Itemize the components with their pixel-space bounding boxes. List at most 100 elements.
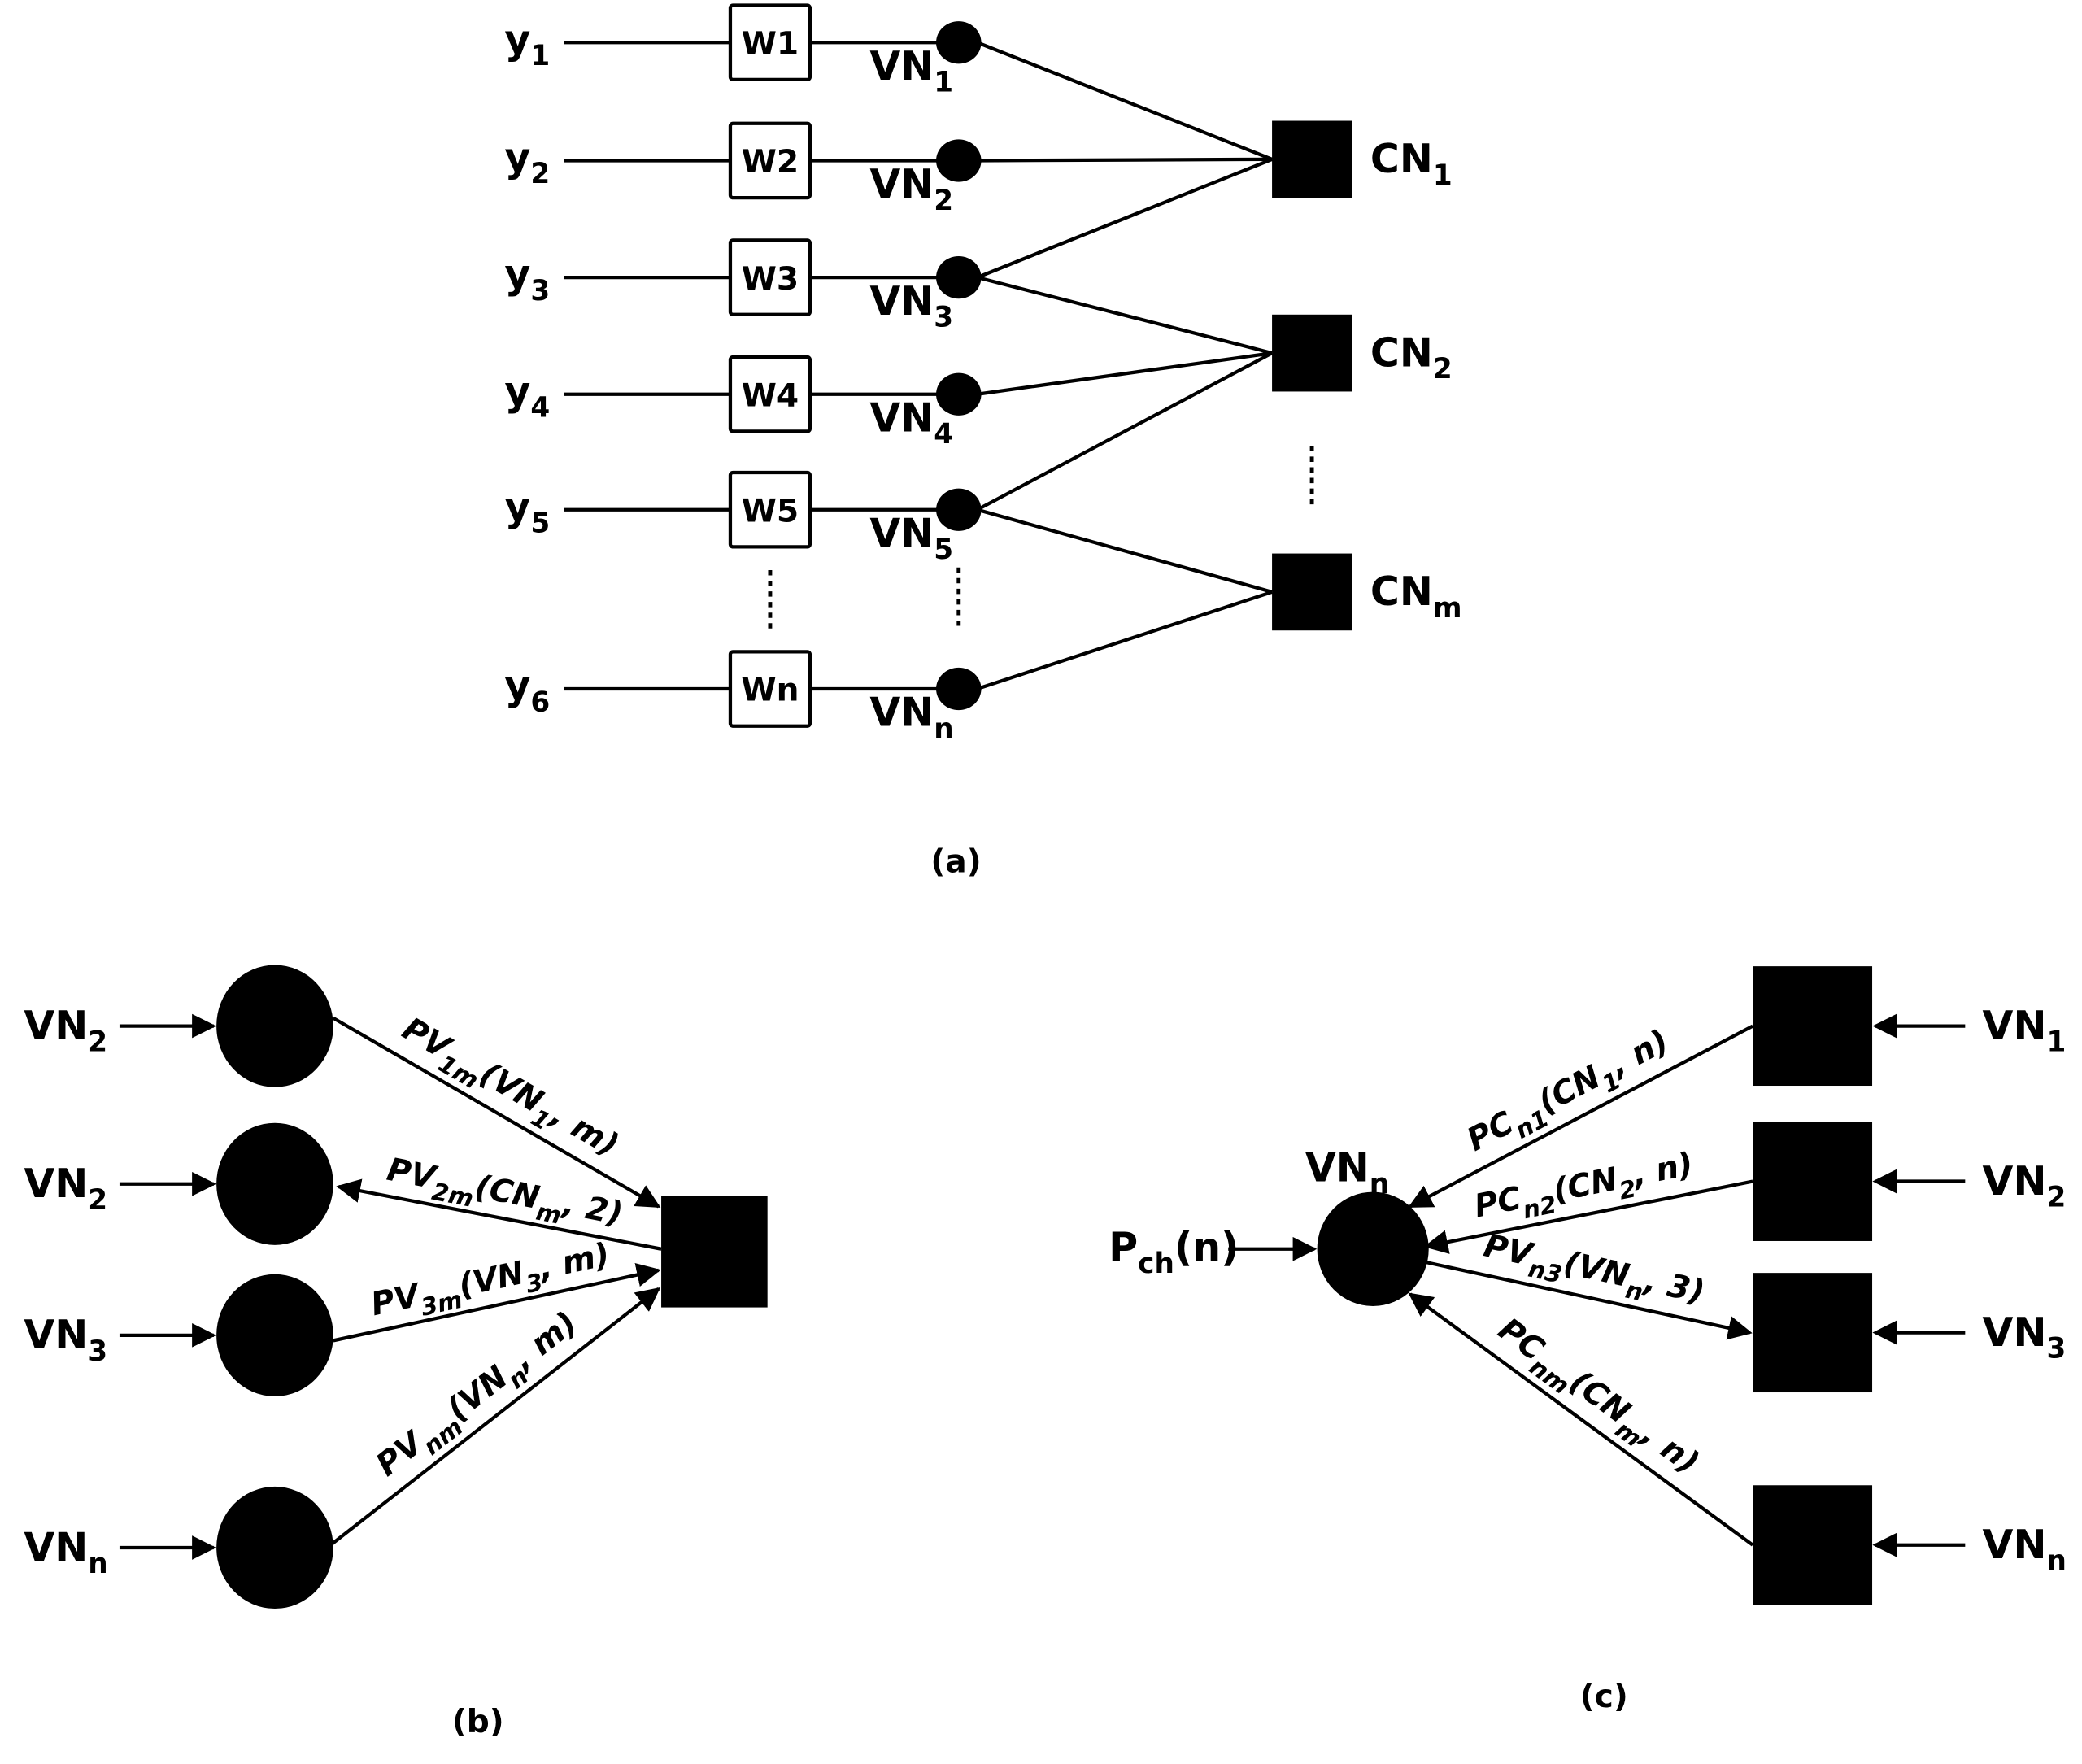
panel-c-caption: (c) bbox=[1580, 1679, 1628, 1715]
check-node-label: CN1 bbox=[1370, 136, 1453, 192]
input-label: y1 bbox=[504, 16, 550, 72]
message-label: PV3m(VN3, m) bbox=[368, 1236, 615, 1331]
variable-node-label: VNn bbox=[1305, 1145, 1389, 1201]
check-node-label-subscript: 1 bbox=[1433, 159, 1453, 192]
variable-node bbox=[936, 488, 982, 531]
tanner-edge bbox=[976, 157, 1273, 280]
channel-input-label-base: P bbox=[1109, 1224, 1138, 1270]
input-label: VN2 bbox=[24, 1161, 107, 1217]
channel-input-label: Pch(n) bbox=[1109, 1224, 1239, 1280]
input-label: VN2 bbox=[24, 1003, 107, 1059]
message-label: PV1m(VN1, m) bbox=[392, 1011, 625, 1171]
tanner-edge bbox=[976, 590, 1273, 691]
input-label: VNn bbox=[1983, 1522, 2067, 1578]
input-label: VN3 bbox=[24, 1312, 107, 1368]
input-label-base: VN bbox=[1983, 1003, 2047, 1049]
message-label-part: (CN bbox=[1550, 1161, 1621, 1210]
input-label: VNn bbox=[24, 1524, 107, 1580]
input-label: y3 bbox=[504, 251, 550, 307]
input-label-subscript: 4 bbox=[530, 391, 550, 424]
message-label-part: PC bbox=[1471, 1180, 1524, 1225]
variable-node-label-subscript: n bbox=[1370, 1168, 1389, 1200]
input-label-subscript: n bbox=[2046, 1545, 2066, 1578]
variable-node bbox=[216, 1122, 333, 1245]
message-edge bbox=[1423, 1179, 1753, 1254]
variable-node bbox=[1317, 1191, 1429, 1306]
input-label-subscript: 1 bbox=[2046, 1026, 2066, 1059]
message-label-part: , 2) bbox=[558, 1185, 625, 1233]
input-label-base: y bbox=[504, 251, 530, 298]
input-label-base: y bbox=[504, 368, 530, 415]
variable-node-label-base: VN bbox=[869, 690, 934, 736]
check-node-label: CNm bbox=[1370, 568, 1462, 625]
message-label: PVn3(VNn, 3) bbox=[1479, 1228, 1707, 1319]
check-node-label-base: CN bbox=[1370, 568, 1433, 615]
variable-node bbox=[936, 21, 982, 64]
message-edge bbox=[1426, 1261, 1753, 1340]
input-label-base: VN bbox=[24, 1312, 88, 1358]
variable-node-label: VN4 bbox=[869, 394, 953, 451]
input-label-subscript: 2 bbox=[530, 158, 550, 190]
variable-node bbox=[216, 1274, 333, 1396]
variable-node-label: VN2 bbox=[869, 161, 953, 217]
input-label: y4 bbox=[504, 368, 550, 425]
input-label-base: y bbox=[504, 484, 530, 530]
input-label-subscript: 5 bbox=[530, 507, 550, 539]
panel-a-caption: (a) bbox=[930, 843, 981, 880]
variable-node-label-base: VN bbox=[869, 161, 934, 207]
variable-node-label-subscript: n bbox=[934, 712, 953, 745]
variable-node-label-subscript: 2 bbox=[934, 185, 953, 217]
variable-node-label-subscript: 5 bbox=[934, 534, 953, 566]
tanner-edge bbox=[977, 351, 1273, 396]
variable-node-label: VNn bbox=[869, 690, 953, 746]
message-label-part: 3m bbox=[418, 1286, 464, 1322]
message-label: PCn2(CN2, n) bbox=[1471, 1146, 1697, 1233]
weight-label: W1 bbox=[742, 26, 799, 63]
message-label-part: PC bbox=[1461, 1104, 1520, 1159]
input-label-base: VN bbox=[24, 1524, 88, 1570]
input-label-subscript: 2 bbox=[88, 1026, 107, 1059]
variable-node-label-base: VN bbox=[869, 278, 934, 324]
variable-node bbox=[936, 667, 982, 711]
weight-label: Wn bbox=[741, 673, 799, 709]
input-label-subscript: 3 bbox=[88, 1335, 107, 1368]
input-label: y5 bbox=[504, 484, 550, 540]
message-label-part: , m) bbox=[543, 1096, 625, 1165]
message-label-part: n2 bbox=[1521, 1191, 1559, 1224]
tanner-edge bbox=[976, 41, 1273, 161]
check-node bbox=[1272, 120, 1352, 198]
channel-input-label-subscript: ch bbox=[1138, 1248, 1174, 1280]
message-edge bbox=[329, 1287, 661, 1547]
input-label: y2 bbox=[504, 135, 550, 191]
variable-node-label-subscript: 1 bbox=[934, 67, 953, 99]
input-label-base: y bbox=[504, 16, 530, 63]
variable-node bbox=[216, 1486, 333, 1609]
check-node-label-subscript: m bbox=[1433, 592, 1462, 625]
input-label-subscript: n bbox=[88, 1548, 107, 1580]
weight-label: W3 bbox=[742, 261, 799, 298]
variable-node-label-base: VN bbox=[1305, 1145, 1370, 1191]
input-label-base: VN bbox=[24, 1161, 88, 1207]
input-label-subscript: 1 bbox=[530, 40, 550, 72]
variable-node-label-base: VN bbox=[869, 43, 934, 89]
check-node bbox=[1753, 1485, 1873, 1605]
input-label-base: VN bbox=[1983, 1309, 2047, 1356]
variable-node-label: VN1 bbox=[869, 43, 953, 99]
input-label: VN1 bbox=[1983, 1003, 2067, 1059]
variable-node bbox=[936, 139, 982, 182]
tanner-edge bbox=[976, 351, 1274, 512]
check-node bbox=[1753, 1122, 1873, 1241]
tanner-edge bbox=[977, 507, 1273, 594]
message-edge bbox=[1408, 1292, 1754, 1547]
message-edge bbox=[333, 1263, 661, 1343]
input-label: VN3 bbox=[1983, 1309, 2067, 1365]
message-label-part: m bbox=[534, 1198, 564, 1230]
